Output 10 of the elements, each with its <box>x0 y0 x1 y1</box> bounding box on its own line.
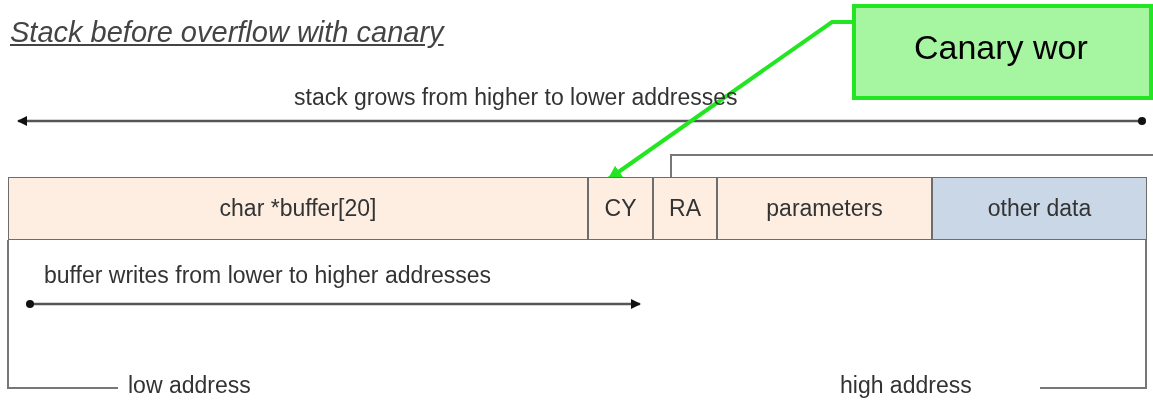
arrow-caption: buffer writes from lower to higher addresses <box>44 262 491 289</box>
memory-cell: other data <box>932 177 1147 240</box>
memory-cell: RA <box>653 177 717 240</box>
memory-cell: CY <box>588 177 653 240</box>
callout-box: Canary wor <box>852 4 1153 100</box>
memory-cell: char *buffer[20] <box>8 177 588 240</box>
address-label: low address <box>128 372 251 399</box>
memory-cell: parameters <box>717 177 932 240</box>
address-label: high address <box>840 372 972 399</box>
diagram-title: Stack before overflow with canary <box>10 16 444 49</box>
